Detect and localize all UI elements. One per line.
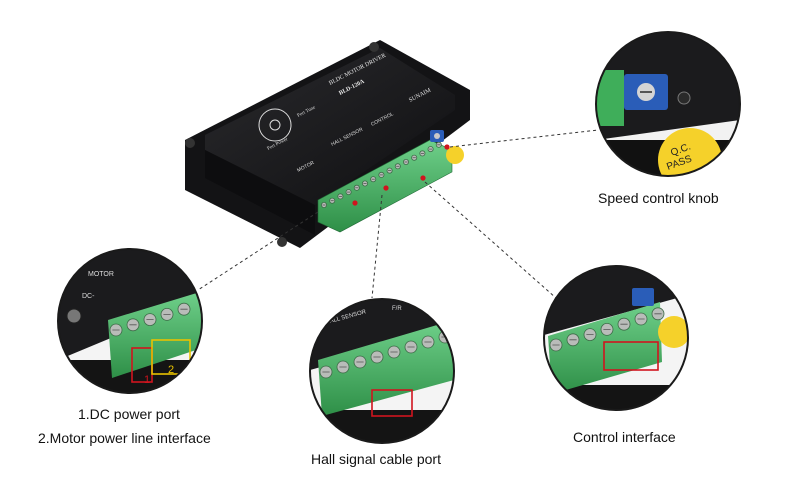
callout-lines	[197, 129, 599, 299]
zoom-circle-border	[57, 248, 203, 394]
callout-line-knob	[449, 129, 599, 148]
zoom-right-sticker	[658, 316, 688, 348]
callout-dot-power	[352, 200, 358, 206]
zoom-right-screws	[549, 307, 665, 352]
zoom-speed-knob: Q.C. PASS	[595, 31, 741, 177]
caption-control-interface: Control interface	[573, 429, 676, 445]
zoom-hall-terminal-block	[318, 320, 454, 416]
callout-dot-knob	[444, 144, 450, 150]
zoom-control-terminal-block	[548, 302, 662, 394]
callout-dot-control	[420, 175, 426, 181]
zoom-circle-border	[595, 31, 741, 177]
mount-hole	[185, 138, 195, 148]
marker-label-2: 2	[168, 364, 174, 376]
qc-sticker	[446, 146, 464, 164]
zoom-right-potentiometer[interactable]	[632, 288, 654, 306]
pot-screw[interactable]	[434, 133, 440, 139]
control-marker-box	[603, 341, 659, 371]
caption-dc-power-port: 1.DC power port	[78, 406, 180, 422]
zoom-led	[677, 91, 691, 105]
caption-speed-control-knob: Speed control knob	[598, 190, 719, 206]
zoom-screw-head	[66, 308, 82, 324]
driver-front-face	[205, 150, 315, 235]
zoom-left-screws	[109, 302, 191, 337]
zoom-dc-label: DC-	[82, 293, 95, 300]
zoom-control-header: F/R	[392, 306, 402, 312]
zoom-circle-border	[543, 265, 689, 411]
mount-hole	[369, 42, 379, 52]
zoom-control-port	[543, 265, 689, 411]
callout-dot-hall	[383, 185, 389, 191]
caption-hall-signal-port: Hall signal cable port	[311, 451, 441, 467]
callout-line-control	[424, 181, 557, 299]
mount-hole	[277, 237, 287, 247]
terminal-screws	[320, 141, 442, 208]
caption-motor-power-line: 2.Motor power line interface	[38, 430, 211, 446]
zoom-power-port: MOTOR DC- 1 2	[57, 248, 203, 394]
marker-label-1: 1	[144, 374, 150, 386]
zoom-motor-header: MOTOR	[88, 271, 114, 278]
callout-line-hall	[371, 194, 383, 299]
marker-box-2	[151, 339, 191, 375]
driver-unit: BLDC MOTOR DRIVER BLD-120A SUNAIM Port T…	[185, 40, 470, 248]
zoom-qc-sticker	[658, 128, 722, 176]
zoom-circle-border	[309, 298, 455, 444]
driver-top-face	[205, 48, 455, 205]
zoom-hall-port: HALL SENSOR F/R	[309, 298, 455, 444]
hall-marker-box	[371, 389, 413, 417]
